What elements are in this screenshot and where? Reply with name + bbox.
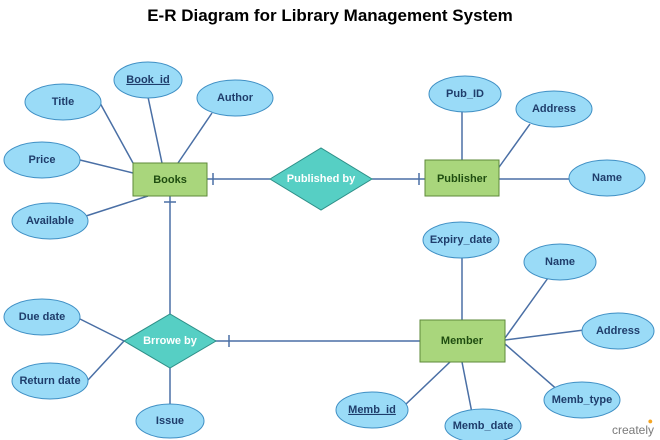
entity-publisher: Publisher: [424, 159, 500, 197]
attribute-price-label: Price: [29, 154, 56, 166]
attribute-memb-id-label: Memb_id: [348, 404, 396, 416]
attribute-memb-type-label: Memb_type: [552, 394, 613, 406]
connector-duedate-brroweby: [77, 317, 125, 342]
attribute-due-date: Due date: [3, 298, 81, 336]
connector-price-books: [79, 159, 134, 174]
attribute-pub-name: Name: [568, 159, 646, 197]
relationship-brrowe-by: Brrowe by: [123, 313, 217, 369]
attribute-member-name: Name: [523, 243, 597, 281]
connector-membtype-member: [504, 343, 561, 393]
entity-member-label: Member: [441, 335, 484, 347]
attribute-pub-id-label: Pub_ID: [446, 88, 484, 100]
connector-memname-member: [504, 277, 549, 339]
attribute-author-label: Author: [217, 92, 254, 104]
attribute-available-label: Available: [26, 215, 74, 227]
diagram-title: E-R Diagram for Library Management Syste…: [147, 6, 513, 25]
attribute-memb-date-label: Memb_date: [453, 420, 514, 432]
attribute-expiry-date: Expiry_date: [422, 221, 500, 259]
attribute-available: Available: [11, 202, 89, 240]
entity-publisher-label: Publisher: [437, 173, 488, 185]
connectors: [77, 96, 585, 414]
connector-author-books: [177, 112, 213, 164]
attribute-member-address-label: Address: [596, 325, 640, 337]
attribute-price: Price: [3, 141, 81, 179]
attribute-expiry-date-label: Expiry_date: [430, 234, 492, 246]
entity-books: Books: [132, 162, 208, 197]
attribute-issue-label: Issue: [156, 415, 184, 427]
attribute-member-name-label: Name: [545, 256, 575, 268]
connector-membdate-member: [461, 361, 473, 414]
attribute-memb-date: Memb_date: [444, 408, 522, 440]
attribute-title-label: Title: [52, 96, 74, 108]
attribute-return-date-label: Return date: [19, 375, 80, 387]
attribute-pub-address-label: Address: [532, 103, 576, 115]
attribute-member-address: Address: [581, 312, 655, 350]
connector-title-books: [99, 102, 134, 164]
attribute-pub-name-label: Name: [592, 172, 622, 184]
attribute-title: Title: [24, 83, 102, 121]
logo-text: creately: [611, 423, 654, 437]
attribute-return-date: Return date: [11, 362, 89, 400]
attribute-book-id: Book_id: [113, 61, 183, 99]
attribute-due-date-label: Due date: [19, 311, 65, 323]
connector-returndate-brroweby: [87, 340, 125, 381]
attribute-author: Author: [196, 79, 274, 117]
relationship-published-by-label: Published by: [287, 173, 356, 185]
creately-logo: creately ●: [611, 416, 654, 437]
entity-member: Member: [419, 319, 506, 363]
attribute-memb-type: Memb_type: [543, 381, 621, 419]
attribute-issue: Issue: [135, 403, 205, 439]
connector-memaddress-member: [504, 329, 585, 341]
relationship-published-by: Published by: [269, 147, 373, 211]
attribute-pub-address: Address: [515, 90, 593, 128]
attribute-pub-id: Pub_ID: [428, 75, 502, 113]
connector-available-books: [85, 195, 149, 217]
bulb-icon: ●: [647, 416, 653, 426]
connector-membid-member: [404, 361, 451, 406]
connector-bookid-books: [147, 96, 163, 164]
entity-books-label: Books: [153, 174, 187, 186]
attribute-memb-id: Memb_id: [335, 391, 409, 429]
relationship-brrowe-by-label: Brrowe by: [143, 335, 198, 347]
attribute-book-id-label: Book_id: [126, 74, 169, 86]
connector-pubaddress-publisher: [496, 123, 531, 171]
